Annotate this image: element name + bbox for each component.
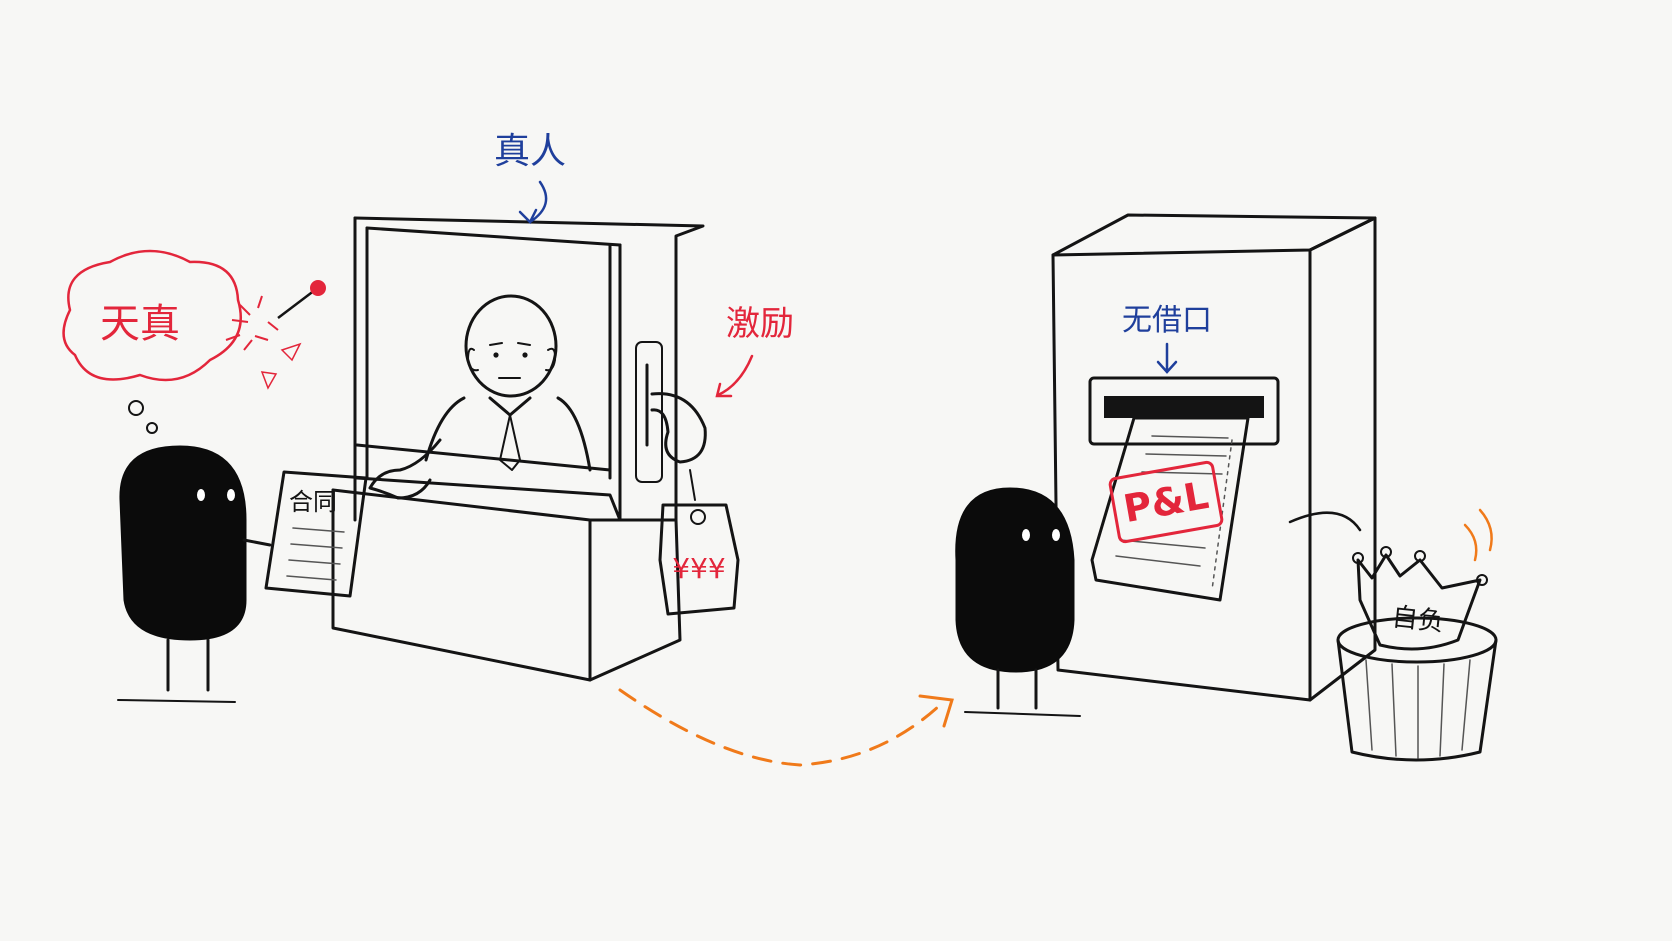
document-text: 合同 [289,488,337,516]
trash-bin-icon [1336,616,1498,762]
receipt-stamp: P&L [1120,473,1212,531]
thought-bubble-text: 天真 [100,301,180,347]
booth [331,216,705,682]
booth-person [368,294,592,500]
annotation-incentive-text: 激励 [726,304,794,344]
thought-bubble-icon: 天真 [62,249,243,434]
character-left [117,445,272,703]
annotation-top-text: 真人 [494,131,566,172]
annotation-slot: 无借口 [1122,303,1212,374]
hand-with-price-tag: ¥¥¥ [650,392,740,616]
annotation-top: 真人 [494,131,566,225]
vending-machine [1051,213,1377,702]
dashed-arrow-icon [618,688,954,767]
character-right [955,487,1081,717]
annotation-slot-text: 无借口 [1122,303,1212,338]
contract-document: 合同 [264,470,368,598]
annotation-incentive: 激励 [715,304,794,398]
price-tag-text: ¥¥¥ [672,552,725,585]
pin-icon [225,280,326,390]
crown-icon: 自负 [1288,508,1493,651]
